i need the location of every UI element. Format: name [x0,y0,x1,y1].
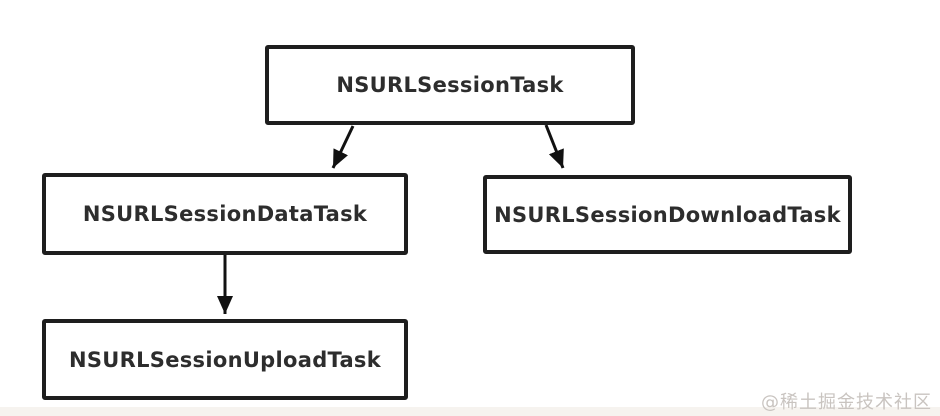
node-nsurlsessiondownloadtask: NSURLSessionDownloadTask [483,175,852,254]
node-nsurlsessionuploadtask-label: NSURLSessionUploadTask [68,347,381,372]
node-nsurlsessiondatatask: NSURLSessionDataTask [42,173,408,255]
node-nsurlsessiondatatask-label: NSURLSessionDataTask [82,202,368,226]
node-nsurlsessiontask-label: NSURLSessionTask [336,73,564,97]
node-nsurlsessiondownloadtask-label: NSURLSessionDownloadTask [494,202,841,227]
edge-task-to-downloadtask [544,124,565,169]
node-nsurlsessionuploadtask: NSURLSessionUploadTask [42,319,408,400]
page-edge-strip [0,407,940,416]
node-nsurlsessiontask: NSURLSessionTask [265,45,635,125]
watermark: @稀土掘金技术社区 [761,392,932,413]
edge-task-to-datatask [331,125,355,169]
